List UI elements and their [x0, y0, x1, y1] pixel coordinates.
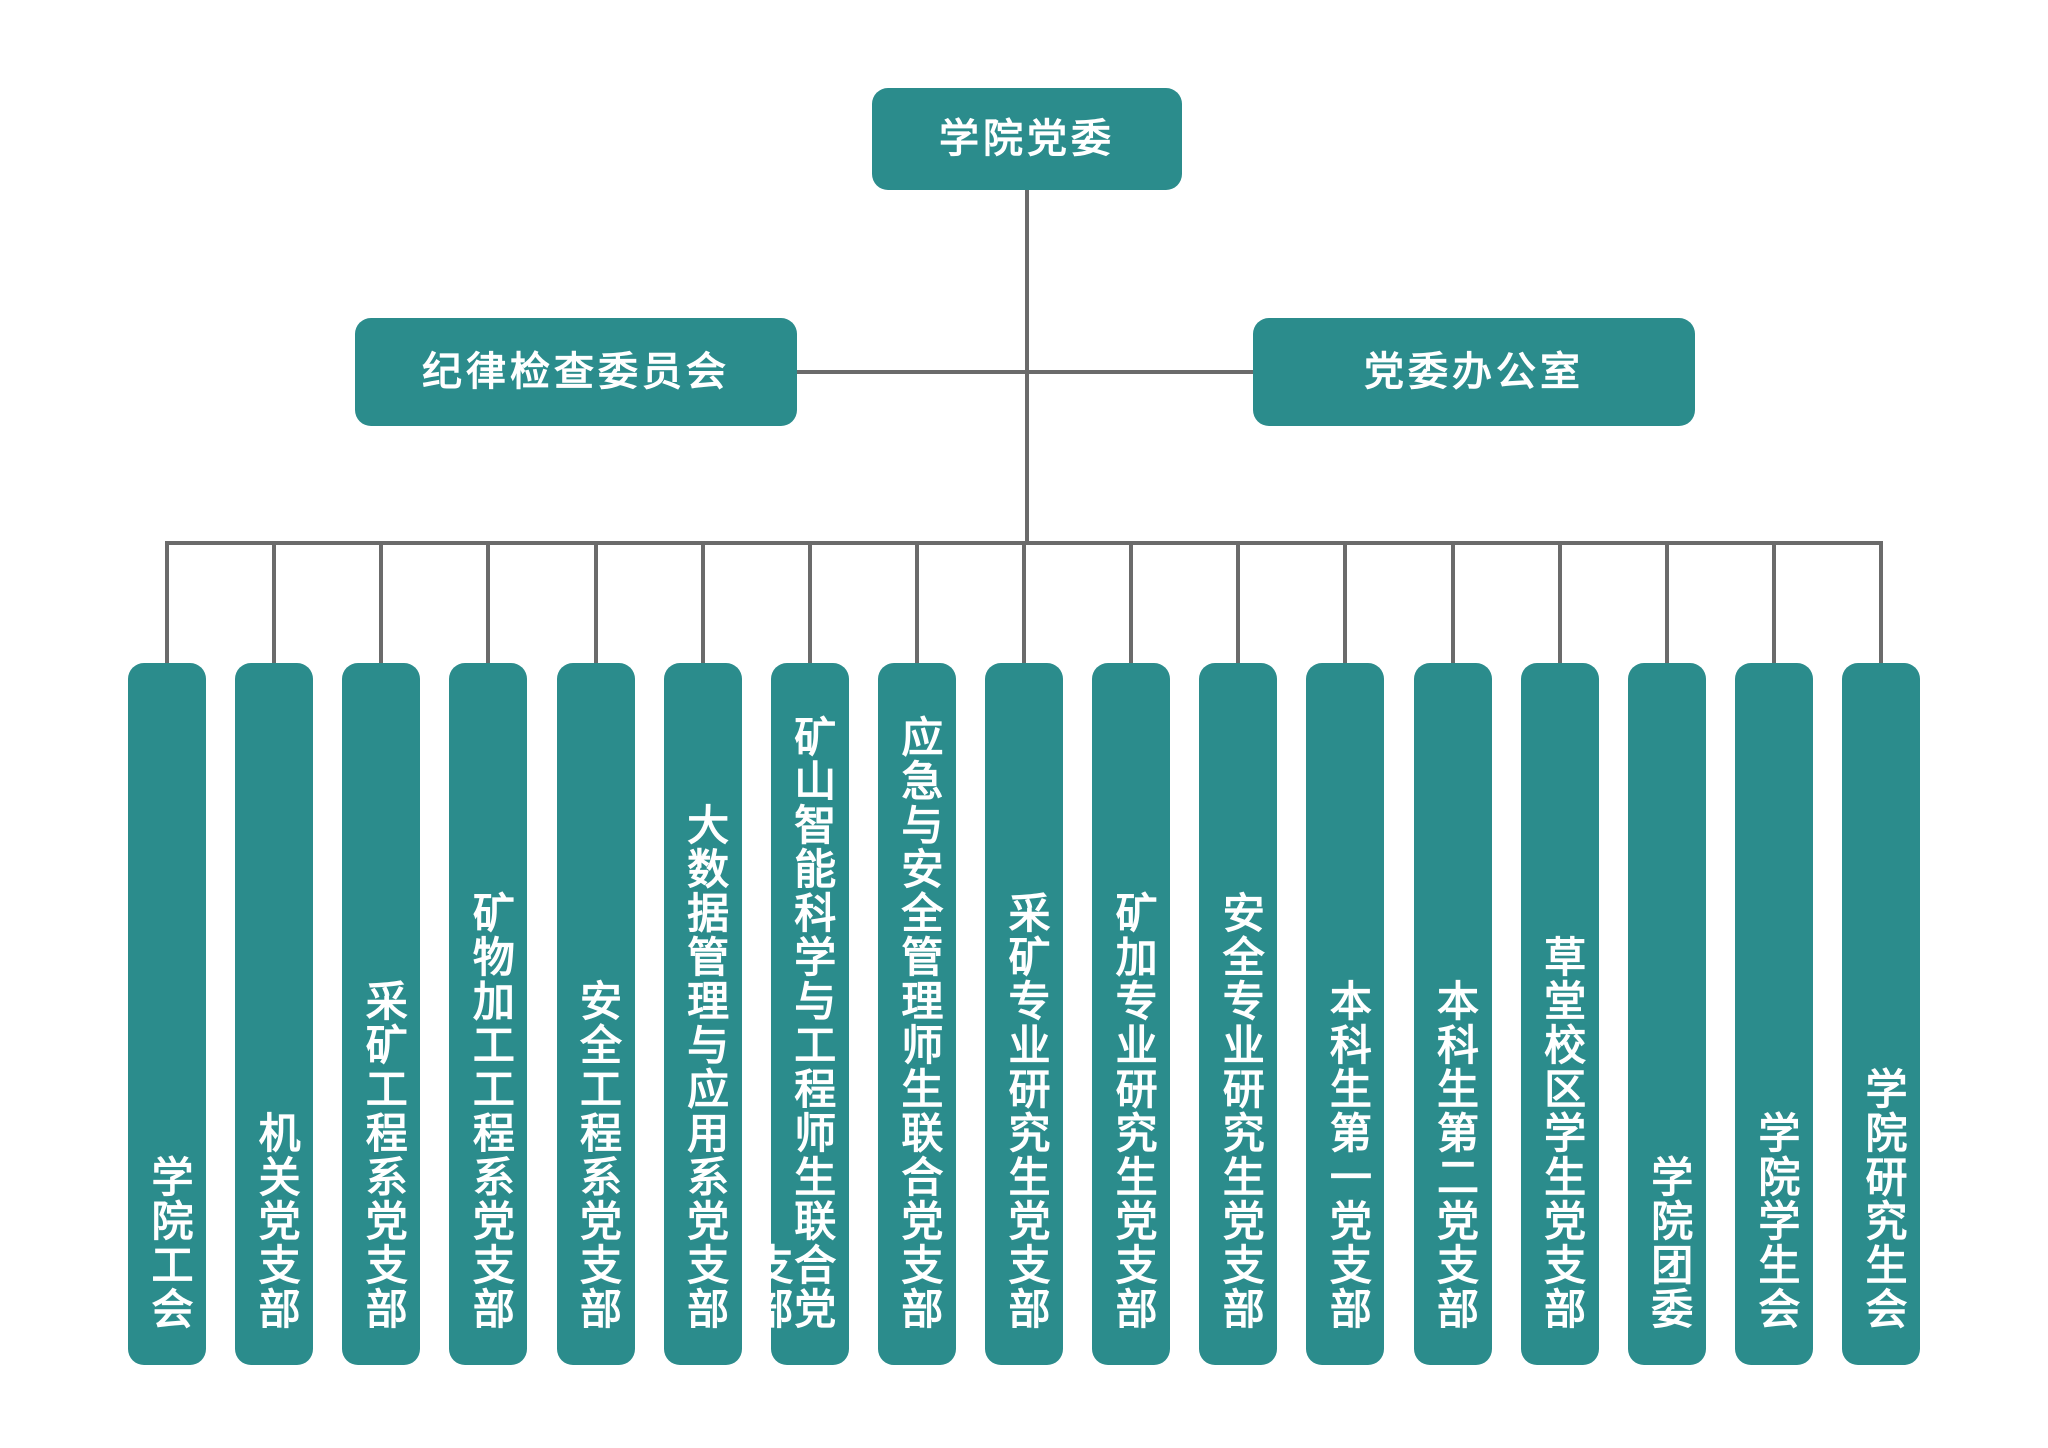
leaf-node-label: 机关党支部 — [252, 1111, 302, 1331]
leaf-node-6[interactable]: 大数据管理与应用系党支部 — [663, 663, 742, 1365]
leaf-node-1[interactable]: 学院工会 — [128, 663, 206, 1365]
leaf-node-label: 安全工程系党支部 — [573, 979, 623, 1331]
connector-drop-2 — [272, 541, 277, 667]
node-college-party-committee[interactable]: 学院党委 — [872, 88, 1182, 190]
leaf-node-label: 学院工会 — [145, 1155, 194, 1331]
leaf-node-9[interactable]: 采矿专业研究生党支部 — [985, 663, 1063, 1365]
connector-drop-3 — [379, 541, 384, 667]
leaf-node-17[interactable]: 学院研究生会 — [1842, 663, 1920, 1365]
leaf-node-label: 矿加专业研究生党支部 — [1109, 891, 1159, 1331]
connector-drop-12 — [1343, 541, 1348, 667]
connector-drop-6 — [700, 541, 705, 667]
leaf-node-13[interactable]: 本科生第二党支部 — [1413, 663, 1492, 1365]
connector-drop-15 — [1664, 541, 1669, 667]
connector-drop-5 — [593, 541, 598, 667]
leaf-node-16[interactable]: 学院学生会 — [1734, 663, 1813, 1365]
node-label: 学院党委 — [939, 116, 1115, 162]
leaf-node-label: 大数据管理与应用系党支部 — [680, 803, 730, 1331]
leaf-node-label: 采矿专业研究生党支部 — [1002, 891, 1051, 1331]
leaf-node-label: 本科生第一党支部 — [1323, 979, 1373, 1331]
leaf-node-label: 学院学生会 — [1751, 1111, 1801, 1331]
leaf-node-4[interactable]: 矿物加工工程系党支部 — [449, 663, 528, 1365]
connector-drop-7 — [807, 541, 812, 667]
connector-drop-1 — [165, 541, 169, 667]
leaf-node-label: 学院团委 — [1644, 1155, 1694, 1331]
leaf-node-2[interactable]: 机关党支部 — [235, 663, 314, 1365]
leaf-node-label: 本科生第二党支部 — [1430, 979, 1480, 1331]
leaf-node-8[interactable]: 应急与安全管理师生联合党支部 — [877, 663, 956, 1365]
leaf-node-10[interactable]: 矿加专业研究生党支部 — [1092, 663, 1171, 1365]
connector-drop-9 — [1022, 541, 1026, 667]
leaf-node-label: 应急与安全管理师生联合党支部 — [894, 715, 944, 1331]
leaf-node-label: 草堂校区学生党支部 — [1537, 935, 1587, 1331]
node-label: 党委办公室 — [1364, 349, 1584, 395]
connector-drop-16 — [1771, 541, 1776, 667]
node-discipline-inspection-commission[interactable]: 纪律检查委员会 — [355, 318, 797, 426]
leaf-node-row: 学院工会 机关党支部 采矿工程系党支部 矿物加工工程系党支部 安全工程系党支部 大数据管理… — [128, 663, 1920, 1365]
node-party-committee-office[interactable]: 党委办公室 — [1253, 318, 1695, 426]
leaf-node-7[interactable]: 矿山智能科学与工程师生联合党支部 — [770, 663, 849, 1365]
connector-drop-10 — [1129, 541, 1134, 667]
connector-root-trunk — [1025, 190, 1029, 543]
connector-drop-4 — [486, 541, 491, 667]
leaf-node-label: 采矿工程系党支部 — [359, 979, 409, 1331]
leaf-node-3[interactable]: 采矿工程系党支部 — [342, 663, 421, 1365]
leaf-node-14[interactable]: 草堂校区学生党支部 — [1520, 663, 1599, 1365]
leaf-node-12[interactable]: 本科生第一党支部 — [1306, 663, 1385, 1365]
connector-drop-14 — [1557, 541, 1562, 667]
connector-drop-11 — [1236, 541, 1241, 667]
leaf-node-11[interactable]: 安全专业研究生党支部 — [1199, 663, 1278, 1365]
leaf-node-label: 学院研究生会 — [1859, 1067, 1908, 1331]
connector-drop-17 — [1879, 541, 1883, 667]
leaf-node-label: 矿物加工工程系党支部 — [466, 891, 516, 1331]
connector-second-level-bar — [797, 370, 1253, 374]
connector-drop-13 — [1450, 541, 1455, 667]
leaf-node-label: 安全专业研究生党支部 — [1216, 891, 1266, 1331]
leaf-node-label: 矿山智能科学与工程师生联合党支部 — [771, 715, 837, 1331]
leaf-node-5[interactable]: 安全工程系党支部 — [556, 663, 635, 1365]
leaf-node-15[interactable]: 学院团委 — [1627, 663, 1706, 1365]
connector-drop-8 — [914, 541, 919, 667]
node-label: 纪律检查委员会 — [422, 349, 730, 395]
